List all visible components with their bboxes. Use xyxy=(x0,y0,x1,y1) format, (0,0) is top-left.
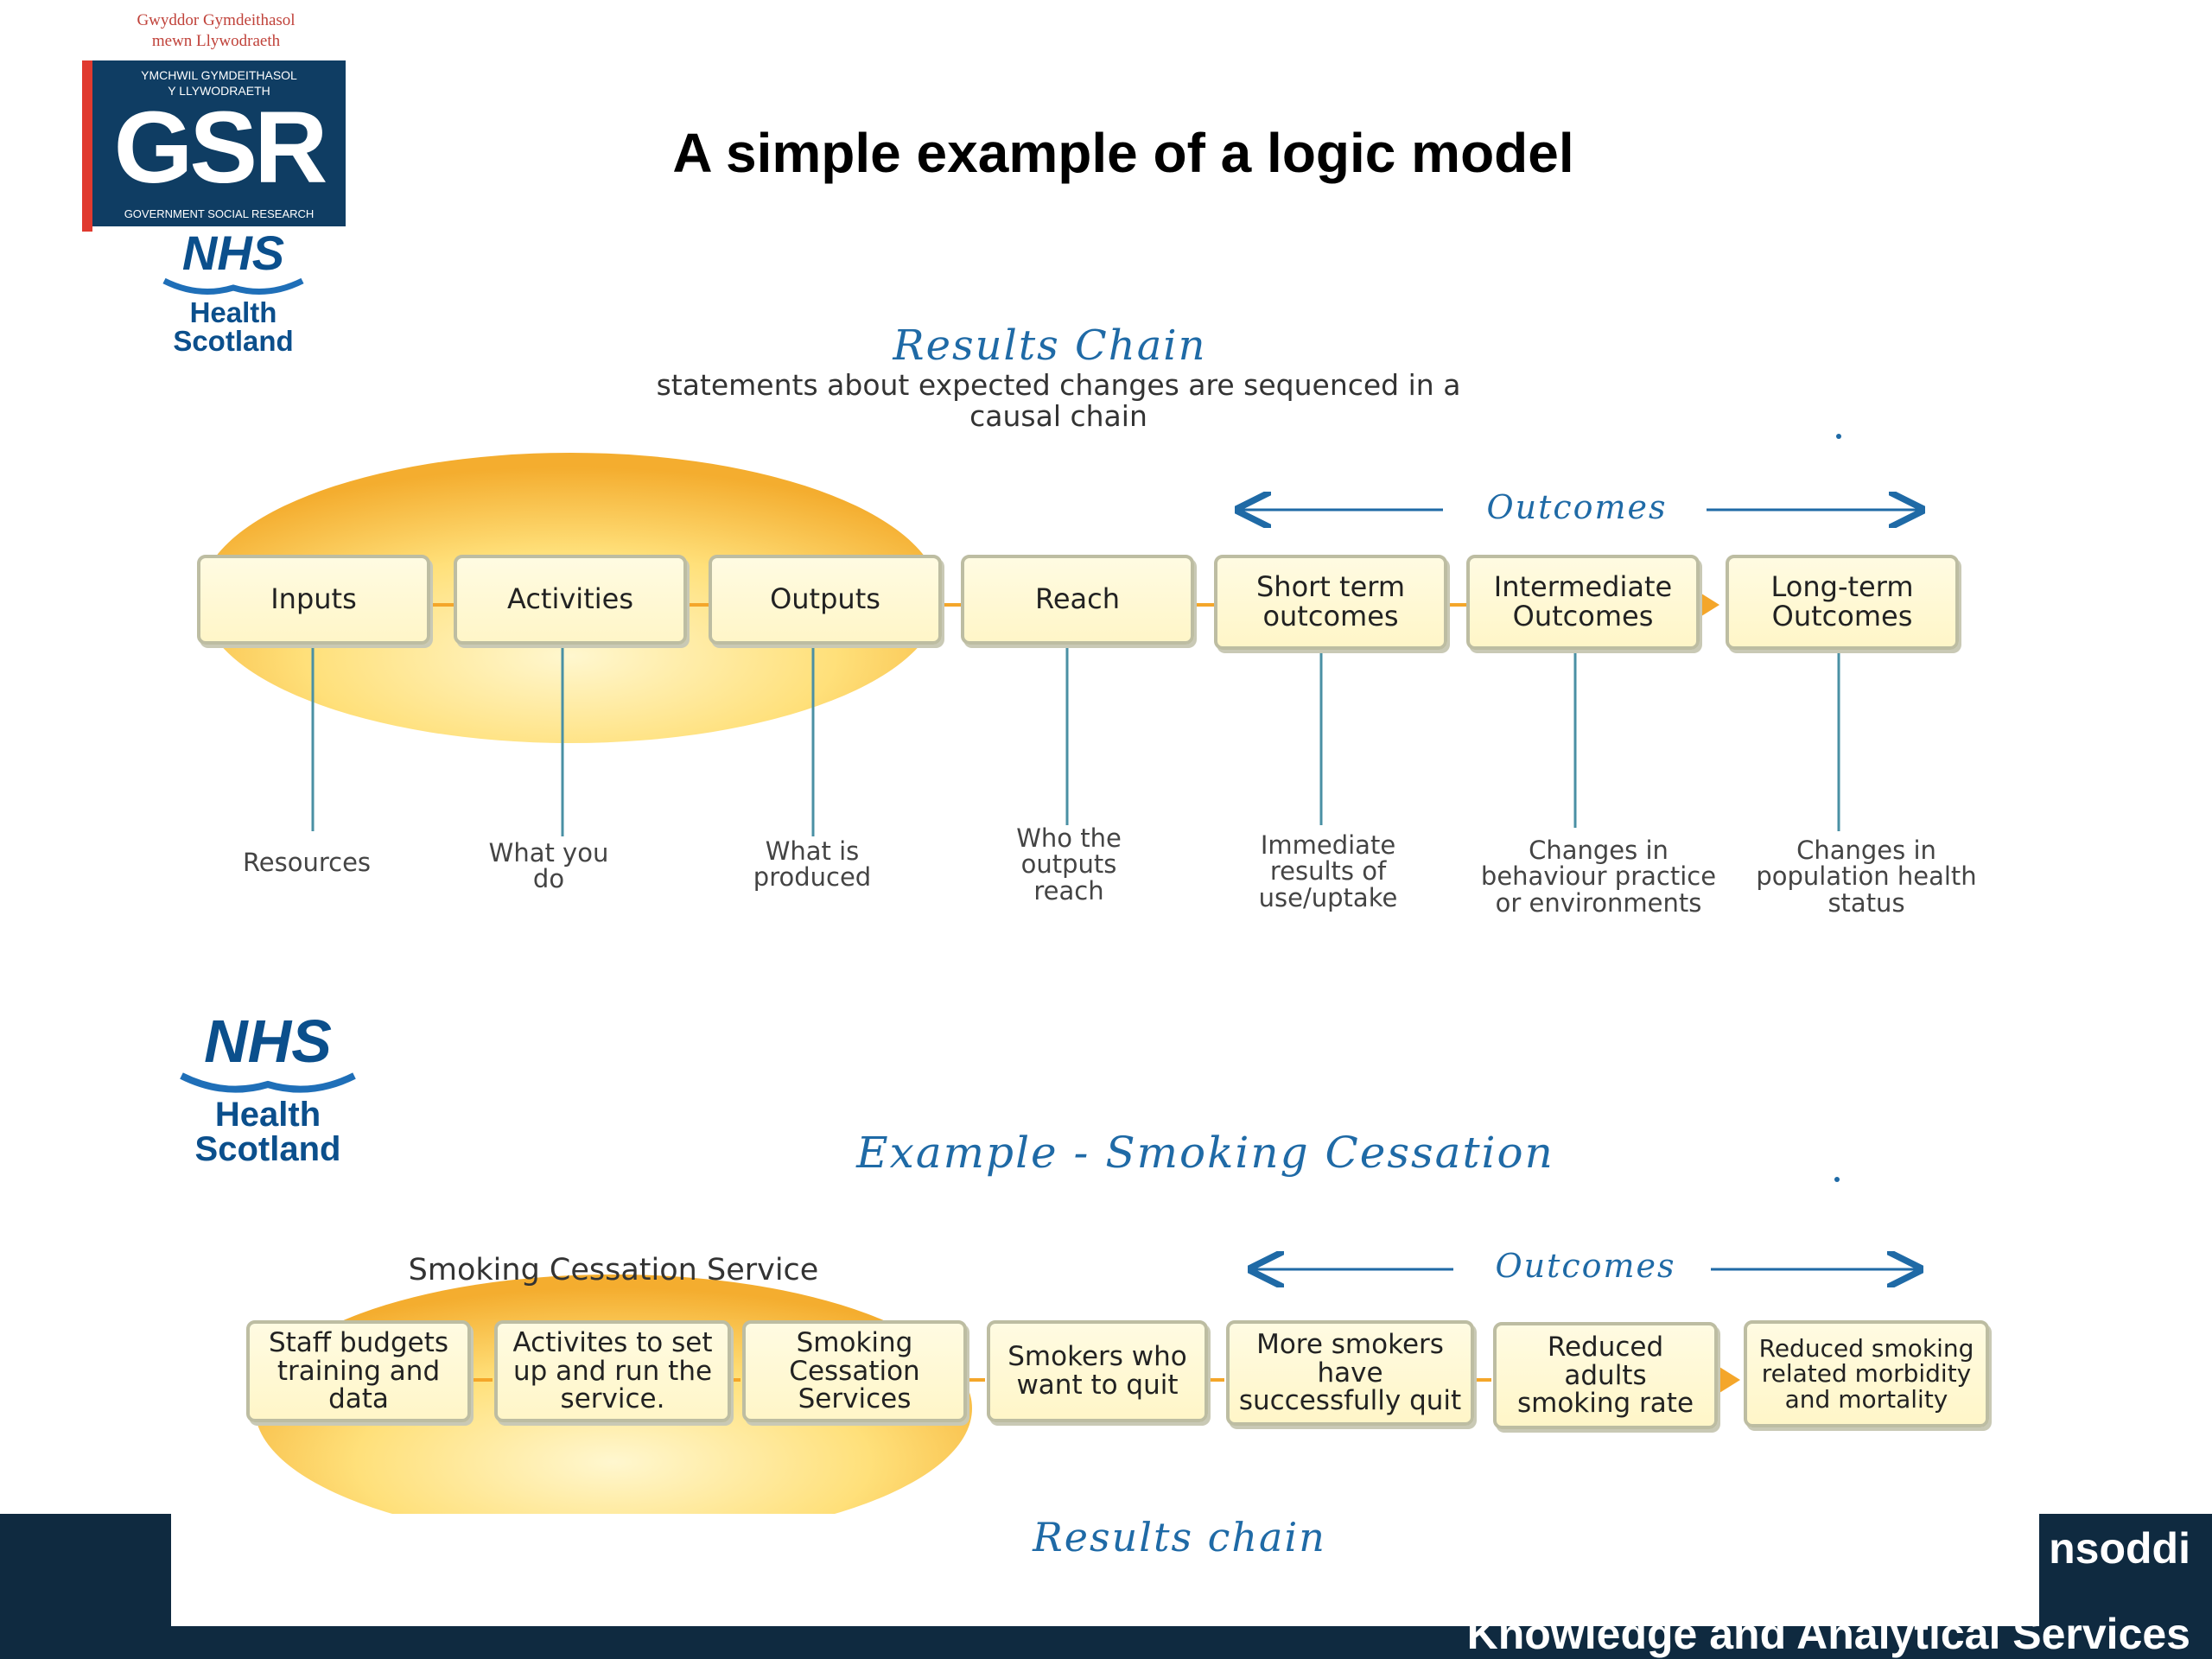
top-triangle-icon xyxy=(1699,592,1719,618)
nhs-wordmark: NHS xyxy=(181,226,285,280)
nhs-wave-icon xyxy=(162,277,304,295)
nhs-health: Health xyxy=(189,296,277,328)
nhs-wordmark-2: NHS xyxy=(204,1007,332,1075)
gsr-red-stripe xyxy=(82,60,92,232)
nhs-scotland-2: Scotland xyxy=(194,1130,341,1168)
gsr-welsh-line1: Gwyddor Gymdeithasol xyxy=(137,11,296,29)
top-subtitle: statements about expected changes are se… xyxy=(536,370,1581,431)
bottom-outcomes-label: Outcomes xyxy=(1495,1247,1676,1285)
slide-title: A simple example of a logic model xyxy=(672,122,1574,184)
bottom-triangle-icon xyxy=(1719,1367,1740,1393)
bottom-caption: Results chain xyxy=(1033,1514,1326,1560)
stray-dot-2 xyxy=(1834,1177,1840,1182)
footer-welsh-text: nsoddi xyxy=(2049,1524,2190,1573)
box-outputs: Outputs xyxy=(709,555,942,645)
top-subtitle-line2: causal chain xyxy=(969,398,1147,433)
nhs-logo-top: NHS Health Scotland xyxy=(147,229,320,355)
stray-dot-1 xyxy=(1836,434,1841,439)
ellipse-label: Smoking Cessation Service xyxy=(408,1253,819,1287)
footer-english-text: Knowledge and Analytical Services xyxy=(1466,1610,2190,1658)
box-activities: Activities xyxy=(454,555,687,645)
bottom-heading: Example - Smoking Cessation xyxy=(856,1128,1554,1178)
nhs-logo-bottom: NHS Health Scotland xyxy=(168,1011,367,1166)
gsr-logo: YMCHWIL GYMDEITHASOL Y LLYWODRAETH GSR G… xyxy=(82,60,346,232)
box-inputs: Inputs xyxy=(197,555,430,645)
gsr-welsh-caption: Gwyddor Gymdeithasol mewn Llywodraeth xyxy=(86,10,346,52)
box-reach: Reach xyxy=(961,555,1194,645)
gsr-inner-line2: Y LLYWODRAETH xyxy=(168,84,270,99)
top-leader-lines xyxy=(311,641,1840,836)
nhs-wave-icon-2 xyxy=(180,1072,356,1093)
footer-overlay xyxy=(171,1514,2039,1626)
gsr-welsh-line2: mewn Llywodraeth xyxy=(151,31,281,50)
top-outcomes-label: Outcomes xyxy=(1486,488,1668,526)
gsr-wordmark: GSR xyxy=(113,91,328,205)
nhs-health-2: Health xyxy=(214,1096,321,1134)
top-subtitle-line1: statements about expected changes are se… xyxy=(656,368,1461,402)
desc-resources: Resources xyxy=(242,848,372,877)
gsr-inner-line1: YMCHWIL GYMDEITHASOL xyxy=(141,68,297,82)
gsr-caption: GOVERNMENT SOCIAL RESEARCH xyxy=(124,207,315,220)
top-heading: Results Chain xyxy=(893,321,1207,370)
nhs-scotland: Scotland xyxy=(173,325,294,357)
